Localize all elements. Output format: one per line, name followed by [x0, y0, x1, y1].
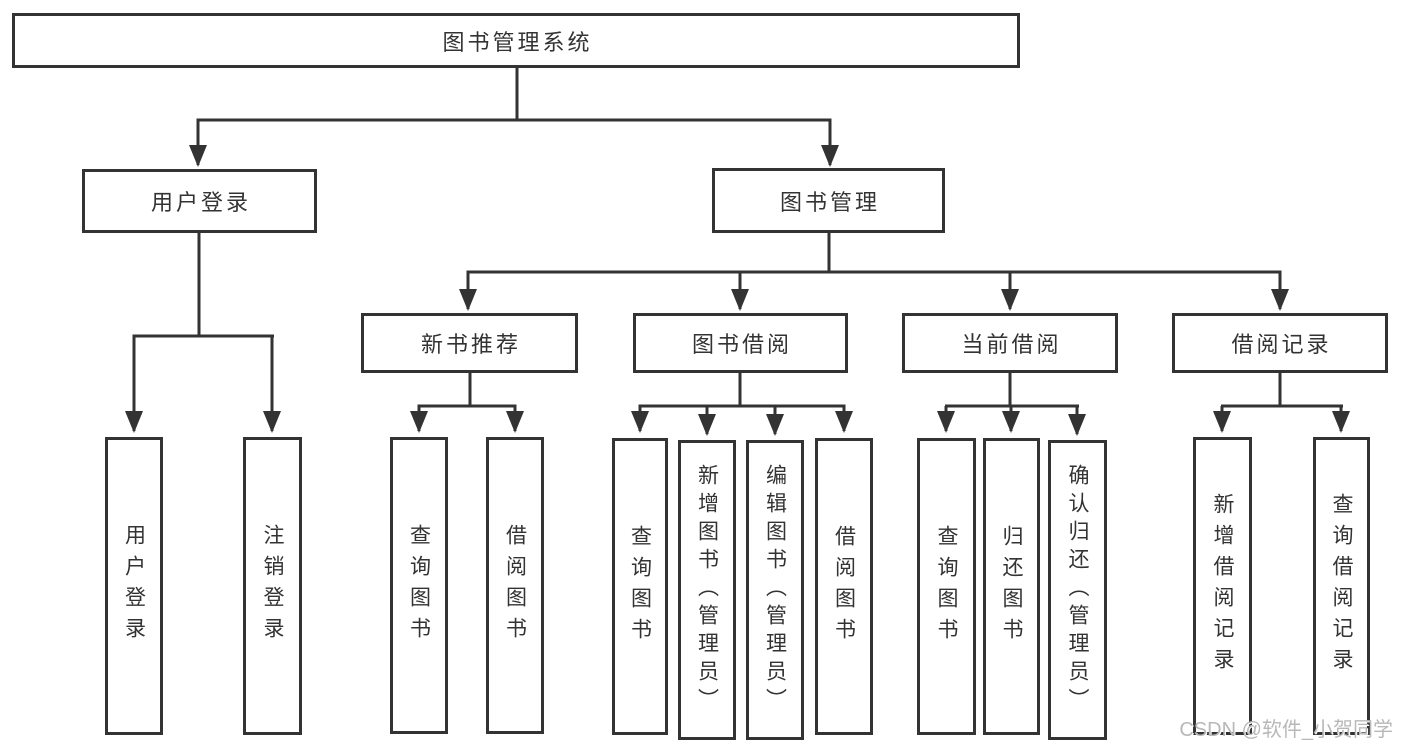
leaf-borrow-add-books-admin-label: 新增图书（管理员） [695, 464, 719, 716]
leaf-current-return-books: 归还图书 [983, 438, 1040, 735]
node-current-borrow: 当前借阅 [902, 313, 1118, 373]
node-root-label: 图书管理系统 [442, 29, 593, 55]
leaf-current-confirm-return-admin: 确认归还（管理员） [1048, 440, 1107, 740]
node-book-mgmt: 图书管理 [712, 168, 945, 233]
leaf-record-add-borrow-record-label: 新增借阅记录 [1211, 493, 1234, 679]
leaf-record-query-borrow-record-label: 查询借阅记录 [1330, 493, 1353, 679]
node-root: 图书管理系统 [12, 13, 1020, 68]
leaf-current-return-books-label: 归还图书 [1000, 524, 1023, 649]
leaf-current-confirm-return-admin-label: 确认归还（管理员） [1066, 464, 1089, 716]
node-borrow-record-label: 借阅记录 [1231, 332, 1332, 357]
node-user-login: 用户登录 [82, 169, 317, 233]
node-new-book-rec: 新书推荐 [361, 313, 578, 373]
node-book-mgmt-label: 图书管理 [779, 189, 880, 215]
csdn-watermark: CSDN @软件_小贺同学 [1179, 719, 1393, 741]
node-user-login-label: 用户登录 [150, 190, 251, 215]
leaf-current-query-books: 查询图书 [917, 438, 976, 735]
leaf-newrec-query-books-label: 查询图书 [407, 523, 431, 648]
node-book-borrow-label: 图书借阅 [691, 332, 792, 357]
leaf-borrow-add-books-admin: 新增图书（管理员） [678, 440, 736, 740]
leaf-borrow-borrow-books: 借阅图书 [815, 438, 873, 735]
leaf-logout: 注销登录 [243, 437, 302, 735]
leaf-borrow-query-books-label: 查询图书 [628, 524, 652, 649]
leaf-borrow-edit-books-admin: 编辑图书（管理员） [746, 440, 804, 740]
node-new-book-rec-label: 新书推荐 [420, 332, 521, 357]
leaf-newrec-borrow-books: 借阅图书 [486, 437, 544, 734]
leaf-borrow-edit-books-admin-label: 编辑图书（管理员） [763, 464, 787, 716]
leaf-borrow-borrow-books-label: 借阅图书 [832, 524, 856, 649]
leaf-record-query-borrow-record: 查询借阅记录 [1313, 437, 1370, 735]
leaf-newrec-query-books: 查询图书 [390, 437, 448, 734]
node-book-borrow: 图书借阅 [633, 313, 848, 373]
leaf-user-login-label: 用户登录 [122, 524, 146, 648]
leaf-logout-label: 注销登录 [261, 524, 284, 648]
leaf-current-query-books-label: 查询图书 [935, 524, 958, 649]
leaf-borrow-query-books: 查询图书 [612, 438, 668, 735]
node-current-borrow-label: 当前借阅 [961, 332, 1062, 357]
leaf-newrec-borrow-books-label: 借阅图书 [503, 523, 527, 648]
leaf-record-add-borrow-record: 新增借阅记录 [1193, 437, 1252, 735]
leaf-user-login: 用户登录 [105, 437, 163, 735]
node-borrow-record: 借阅记录 [1172, 313, 1388, 373]
